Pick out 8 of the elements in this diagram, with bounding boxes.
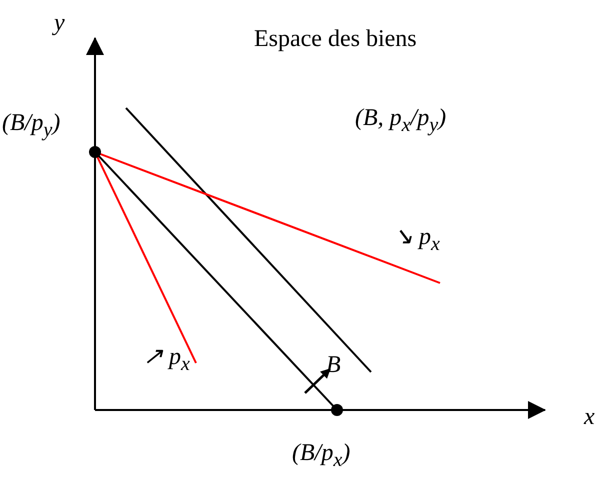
axis-label: y	[54, 10, 65, 37]
change-label: ↗ p$_{x}$	[143, 343, 190, 376]
math-expression: (B, p$_{x}$/p$_{y}$)	[355, 105, 446, 137]
intercept-label: (B/p$_{y}$)	[2, 110, 60, 142]
diagram-title: Espace des biens	[254, 26, 417, 53]
axis-label: x	[584, 404, 595, 431]
intercept-label: (B/p$_{x}$)	[292, 440, 350, 472]
change-label: ↘ p$_{x}$	[393, 223, 440, 256]
